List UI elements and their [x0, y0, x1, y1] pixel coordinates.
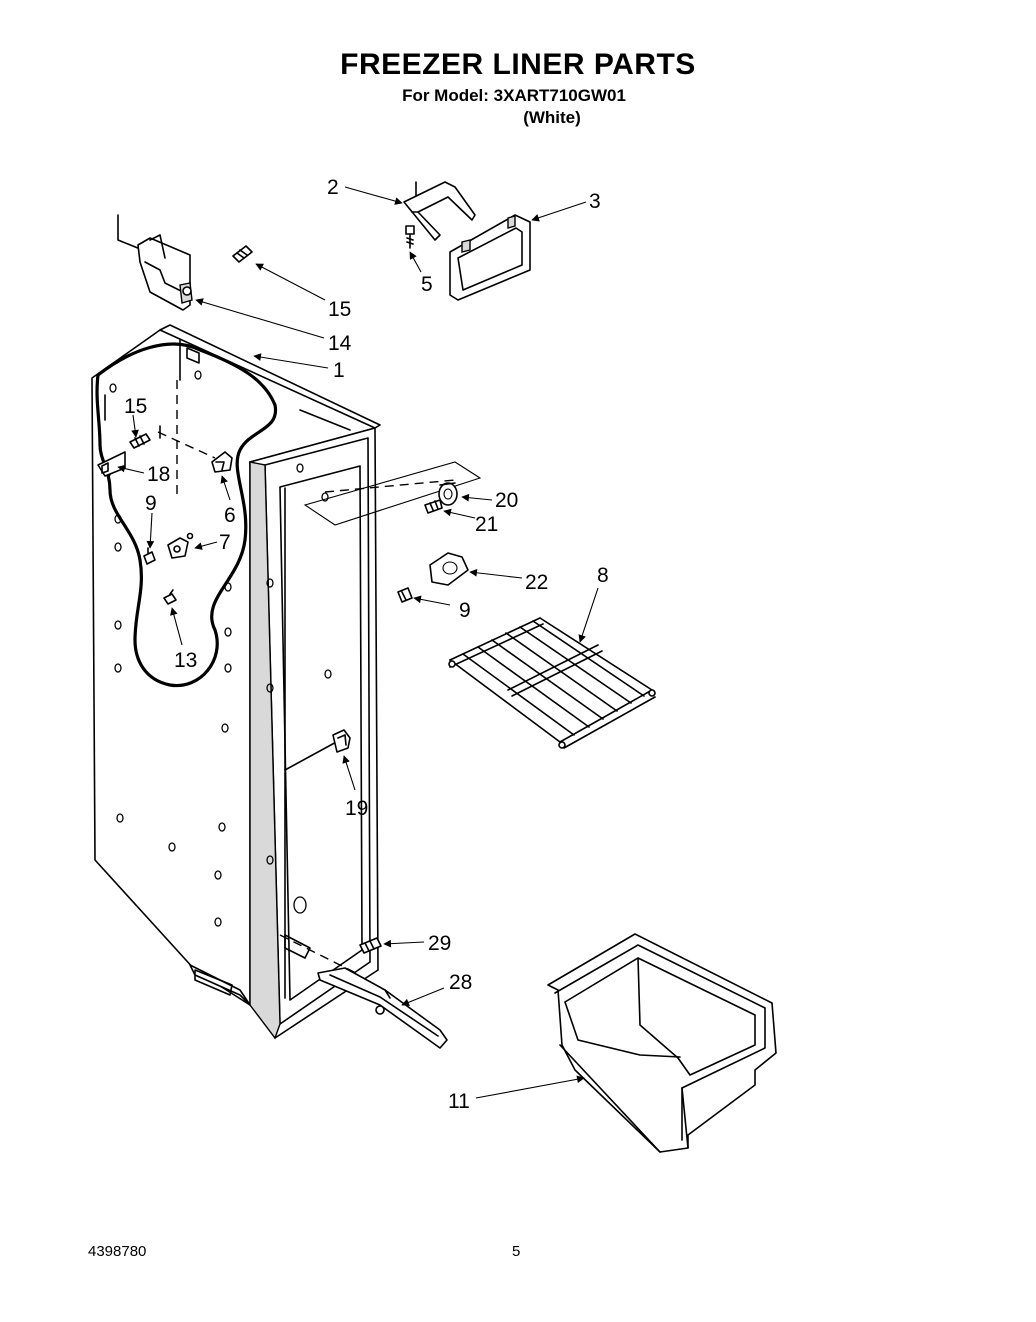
- callout-29: 29: [428, 932, 451, 955]
- callout-28: 28: [449, 971, 472, 994]
- callout-11: 11: [448, 1090, 470, 1113]
- callout-6: 6: [224, 504, 236, 527]
- callout-9-right: 9: [459, 599, 471, 622]
- callout-labels: 2 3 5 15 14 1 15 18 6 9 7 13 20 21 22 8 …: [124, 176, 609, 1113]
- part-22-support: [429, 552, 469, 586]
- callout-3: 3: [589, 190, 601, 213]
- model-color: (White): [523, 108, 581, 127]
- callout-19: 19: [345, 797, 368, 820]
- part-14-bracket: [117, 214, 193, 311]
- part-6-bracket: [211, 451, 233, 473]
- callout-22: 22: [525, 571, 548, 594]
- part-11-bin: [547, 933, 777, 1153]
- page-number: 5: [512, 1243, 521, 1260]
- callout-5: 5: [421, 273, 433, 296]
- part-9-screw-left: [143, 547, 156, 565]
- part-8-wire-shelf: [448, 617, 656, 749]
- part-15-screw-mid: [129, 433, 151, 449]
- part-5-screw: [405, 225, 415, 249]
- document-number: 4398780: [88, 1243, 147, 1260]
- callout-15-top: 15: [328, 298, 351, 321]
- callout-13: 13: [174, 649, 197, 672]
- model-number: For Model: 3XART710GW01: [402, 86, 626, 105]
- part-2-bracket: [403, 181, 476, 241]
- callout-7: 7: [219, 531, 231, 554]
- part-9-screw-right: [397, 587, 413, 603]
- callout-leaders: [117, 186, 599, 1099]
- callout-20: 20: [495, 489, 518, 512]
- part-28-rail: [317, 967, 448, 1049]
- callout-21: 21: [475, 513, 498, 536]
- callout-8: 8: [597, 564, 609, 587]
- part-3-frame: [449, 214, 531, 301]
- part-13-screw: [163, 589, 177, 605]
- callout-2: 2: [327, 176, 339, 199]
- callout-14: 14: [328, 332, 352, 355]
- part-7-clip: [167, 532, 194, 559]
- callout-18: 18: [147, 463, 170, 486]
- callout-9-left: 9: [145, 492, 157, 515]
- part-19-latch: [332, 729, 351, 753]
- part-15-screw-top: [232, 245, 253, 263]
- part-21-screw: [424, 499, 443, 514]
- callout-1: 1: [333, 359, 345, 382]
- part-20-support: [438, 482, 458, 506]
- page-title: FREEZER LINER PARTS: [340, 48, 696, 81]
- callout-15-mid: 15: [124, 395, 147, 418]
- part-29-screw: [359, 937, 382, 954]
